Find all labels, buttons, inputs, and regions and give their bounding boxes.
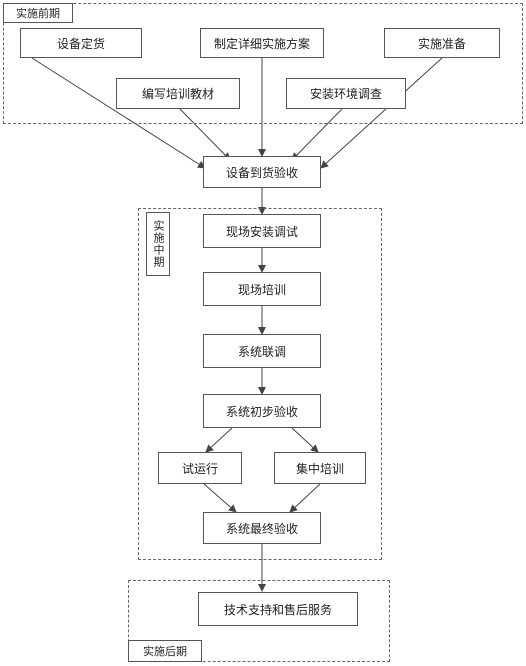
arrow-central-to-final xyxy=(289,483,321,513)
step-onsite-install: 现场安装调试 xyxy=(203,214,321,248)
step-training-materials: 编写培训教材 xyxy=(116,78,240,109)
step-detailed-plan: 制定详细实施方案 xyxy=(200,28,324,58)
region-post-phase xyxy=(128,580,390,662)
step-arrival-acceptance: 设备到货验收 xyxy=(203,156,321,188)
step-initial-acceptance: 系统初步验收 xyxy=(203,394,321,428)
step-system-integration: 系统联调 xyxy=(203,334,321,368)
arrow-env-survey-to-arrival xyxy=(291,108,343,161)
step-onsite-training: 现场培训 xyxy=(203,272,321,306)
arrow-prep-to-arrival xyxy=(320,57,443,169)
phase-label-pre: 实施前期 xyxy=(3,3,73,23)
step-equipment-order: 设备定货 xyxy=(20,28,142,58)
step-env-survey: 安装环境调查 xyxy=(286,78,406,109)
step-implementation-prep: 实施准备 xyxy=(384,28,500,58)
arrow-training-materials-to-arrival xyxy=(179,108,231,161)
region-mid-phase xyxy=(138,208,382,560)
step-central-training: 集中培训 xyxy=(274,452,366,484)
step-trial-run: 试运行 xyxy=(158,452,242,484)
step-final-acceptance: 系统最终验收 xyxy=(203,512,321,544)
arrow-trial-to-final xyxy=(203,483,237,513)
region-pre-phase xyxy=(3,3,523,124)
step-support-service: 技术支持和售后服务 xyxy=(198,592,358,626)
arrow-initial-to-central xyxy=(291,427,319,453)
phase-label-mid: 实施中期 xyxy=(146,212,170,276)
arrow-initial-to-trial xyxy=(205,427,233,453)
arrow-equipment-order-to-arrival xyxy=(31,57,206,169)
phase-label-post: 实施后期 xyxy=(128,640,202,662)
